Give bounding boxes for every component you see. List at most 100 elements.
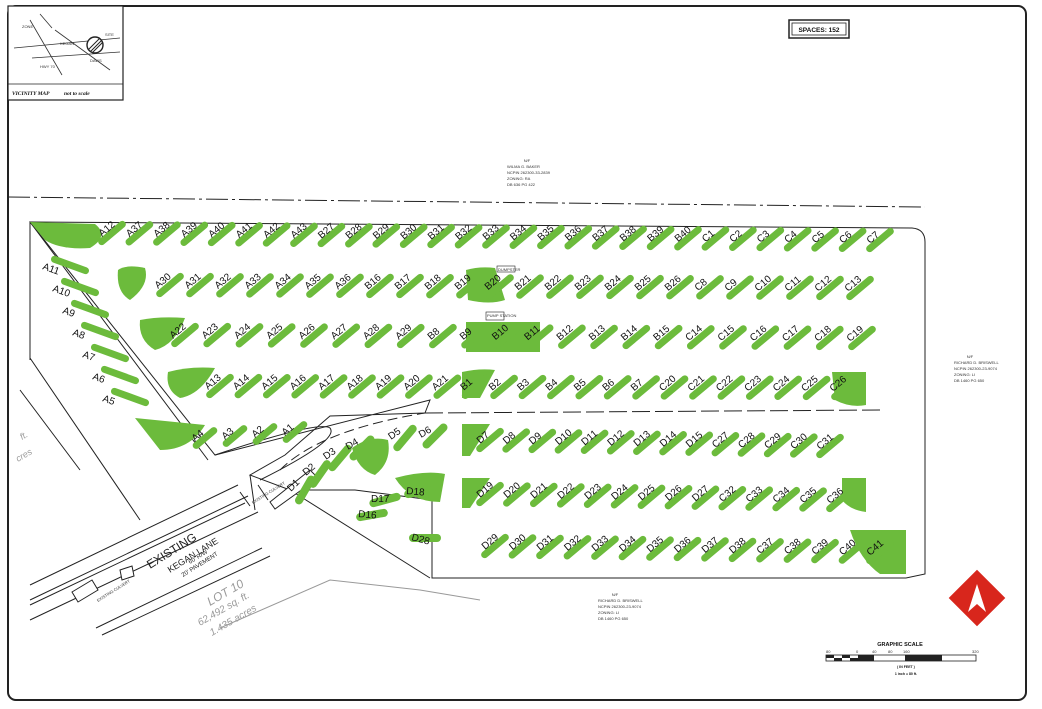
parking-stall: [300, 323, 328, 348]
landscape-island: [139, 317, 185, 350]
parking-stall: [618, 535, 647, 561]
parking-stall: [633, 430, 661, 455]
parking-stall: [838, 227, 867, 252]
space-label: A8: [71, 327, 87, 342]
parking-stall: [267, 323, 296, 348]
parking-stall: [719, 325, 747, 350]
parking-stall: [728, 537, 757, 563]
landscape-island: [135, 418, 205, 450]
partial-lot-ft: ft.: [18, 429, 30, 441]
parking-stall: [192, 427, 218, 449]
parking-stall: [216, 273, 244, 298]
vicinity-map: SITE ZONE KEGAN HWY 70 DAVIS VICINITY MA…: [7, 5, 124, 101]
parking-stall: [606, 430, 635, 455]
landscape-island: [395, 472, 445, 502]
parking-stall: [235, 323, 264, 348]
parking-stall: [427, 223, 455, 249]
svg-text:160: 160: [903, 649, 910, 654]
parking-stall: [525, 324, 554, 349]
parking-stall: [461, 324, 489, 349]
parking-stall: [846, 275, 874, 301]
parking-stall: [756, 226, 785, 252]
parking-stall: [171, 322, 199, 348]
parking-stall: [429, 323, 457, 349]
space-label: A9: [61, 305, 77, 320]
parking-stall: [580, 429, 609, 454]
parking-stall: [583, 483, 612, 508]
parking-stall: [848, 325, 876, 351]
sheet-border: [7, 5, 1027, 701]
parking-stall: [493, 324, 522, 349]
svg-text:ZONING: LI: ZONING: LI: [598, 610, 619, 615]
parking-stall: [319, 374, 348, 399]
parking-stall: [246, 273, 274, 298]
parking-stall: [180, 221, 209, 246]
parking-stall: [291, 374, 320, 399]
parking-stall: [726, 275, 754, 300]
parking-stall: [576, 274, 604, 299]
parking-stall: [811, 227, 839, 252]
parking-stall: [206, 373, 234, 399]
parking-stall: [348, 374, 376, 399]
parking-stall: [529, 482, 558, 508]
parking-stall: [591, 535, 619, 560]
parking-stall: [503, 482, 531, 507]
parking-stall: [153, 221, 181, 246]
parking-stall: [537, 224, 565, 250]
parking-stall: [799, 487, 827, 512]
svg-text:NCPIN 262300-23-9074: NCPIN 262300-23-9074: [598, 604, 642, 609]
parking-stall: [575, 375, 604, 400]
parking-stall: [516, 274, 544, 299]
parking-stall: [156, 272, 184, 298]
svg-text:DUMPSTER: DUMPSTER: [498, 267, 521, 272]
parking-stall: [789, 433, 818, 458]
space-label: D16: [358, 509, 378, 522]
parking-stall: [564, 225, 593, 250]
vicinity-site-label: SITE: [105, 32, 114, 37]
parking-stall: [376, 374, 405, 399]
parking-stall: [282, 421, 308, 443]
parking-stall: [866, 227, 894, 253]
parking-stall: [426, 274, 454, 299]
parking-stall: [50, 255, 90, 275]
parking-stall: [433, 374, 462, 399]
parking-stall: [222, 425, 248, 447]
parking-stall: [636, 274, 664, 300]
parking-stall: [756, 538, 784, 563]
parking-stall: [674, 226, 702, 251]
vicinity-note: not to scale: [64, 91, 90, 97]
parking-stall: [686, 325, 715, 350]
parking-stall: [711, 432, 740, 457]
spaces-count-box: SPACES: 152: [788, 19, 850, 39]
svg-text:DB 1460 PG 650: DB 1460 PG 650: [598, 616, 629, 621]
parking-stall: [838, 539, 867, 564]
parking-stall: [737, 432, 766, 457]
parking-stall: [666, 275, 694, 300]
parking-stall: [336, 273, 364, 298]
parking-stall: [366, 273, 394, 299]
space-label: D18: [406, 486, 426, 499]
parking-stall: [866, 539, 894, 565]
svg-text:ZONING: RA: ZONING: RA: [507, 176, 531, 181]
parking-stall: [528, 428, 557, 454]
parking-stall: [396, 273, 424, 299]
svg-text:0: 0: [856, 649, 859, 654]
parking-stall: [685, 431, 714, 456]
parking-stall: [502, 428, 531, 453]
parking-stall: [622, 324, 651, 350]
parking-stall: [546, 274, 574, 299]
parking-stall: [729, 226, 757, 251]
svg-text:80: 80: [888, 649, 893, 654]
parking-stall: [556, 483, 585, 508]
parking-stall: [751, 325, 780, 350]
parking-stall: [664, 485, 693, 510]
parking-stall: [90, 343, 130, 363]
parking-stall: [689, 375, 717, 400]
parking-stall: [811, 538, 839, 564]
parking-stall: [619, 225, 647, 250]
parking-stall: [422, 423, 448, 449]
parking-stall: [606, 274, 634, 300]
parking-stall: [317, 222, 346, 248]
parking-stall: [454, 224, 483, 249]
